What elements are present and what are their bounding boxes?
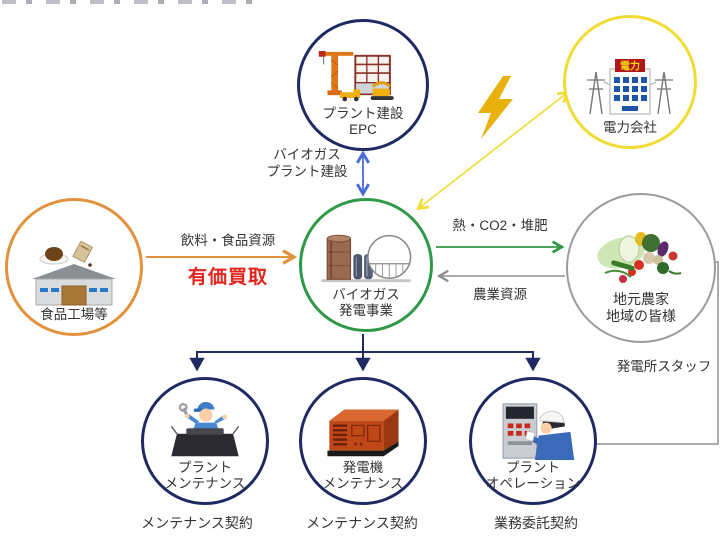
node-plant-construction-epc: プラント建設 EPC [297, 19, 429, 151]
node-label-line: 電力会社 [603, 119, 657, 135]
plant-operator-icon [502, 402, 575, 460]
node-label: プラント メンテナンス [165, 460, 246, 502]
node-food-factory: 食品工場等 [5, 198, 143, 336]
node-label: 食品工場等 [40, 307, 108, 333]
node-label-line: 発電事業 [339, 302, 393, 318]
label-agricultural-resources: 農業資源 [473, 287, 527, 302]
cropped-text-fragments [2, 0, 264, 4]
label-maintenance-contract-left: メンテナンス契約 [141, 515, 253, 531]
node-local-farmers: 地元農家 地域の皆様 [566, 193, 716, 343]
node-label-line: プラント [505, 459, 560, 475]
node-label-line: プラント建設 [322, 105, 404, 121]
arrow-biogas-powercompany [416, 90, 570, 211]
power-company-building-icon: 電力 [587, 58, 673, 115]
generator-icon [327, 409, 399, 456]
node-generator-maintenance: 発電機 メンテナンス [299, 377, 427, 505]
label-paid-purchase: 有価買取 [187, 267, 268, 288]
label-power-plant-staff: 発電所スタッフ [616, 359, 712, 374]
construction-site-icon [318, 50, 394, 101]
node-label: 発電機 メンテナンス [323, 460, 404, 502]
vegetables-icon [597, 232, 682, 284]
node-plant-operation: プラント オペレーション [469, 377, 597, 505]
node-label-line: 地元農家 [613, 291, 669, 308]
node-label-line: メンテナンス [164, 475, 246, 491]
node-label: バイオガス 発電事業 [332, 287, 400, 329]
node-label: 電力会社 [603, 120, 657, 146]
label-line: プラント建設 [266, 163, 348, 179]
node-label: プラント オペレーション [486, 460, 580, 502]
node-label-line: バイオガス [332, 286, 400, 302]
node-label-line: オペレーション [485, 475, 581, 491]
maintenance-worker-icon [170, 401, 240, 456]
label-food-resources: 飲料・食品資源 [180, 233, 276, 248]
food-factory-icon [32, 240, 116, 306]
node-label-line: プラント [177, 459, 232, 475]
node-label: プラント建設 EPC [323, 106, 404, 148]
lightning-bolt-icon [478, 76, 513, 139]
biogas-plant-icon [321, 234, 412, 282]
node-label: 地元農家 地域の皆様 [606, 291, 676, 341]
label-maintenance-contract-center: メンテナンス契約 [306, 515, 418, 531]
node-label-line: 食品工場等 [40, 306, 108, 322]
node-plant-maintenance: プラント メンテナンス [141, 377, 269, 505]
label-heat-co2-compost: 熱・CO2・堆肥 [452, 218, 548, 233]
label-line: バイオガス [273, 147, 341, 162]
node-label-line: メンテナンス [322, 475, 404, 491]
node-biogas-business: バイオガス 発電事業 [299, 198, 433, 332]
node-power-company: 電力 電力会社 [563, 15, 697, 149]
label-biogas-plant-construction: バイオガス プラント建設 [258, 147, 356, 181]
label-outsourcing-contract: 業務委託契約 [494, 515, 578, 531]
node-label-line: EPC [349, 121, 377, 137]
branch-biogas-subcontractors [189, 334, 541, 372]
node-label-line: 地域の皆様 [606, 308, 676, 325]
power-sign-text: 電力 [620, 59, 640, 72]
node-label-line: 発電機 [342, 459, 384, 475]
